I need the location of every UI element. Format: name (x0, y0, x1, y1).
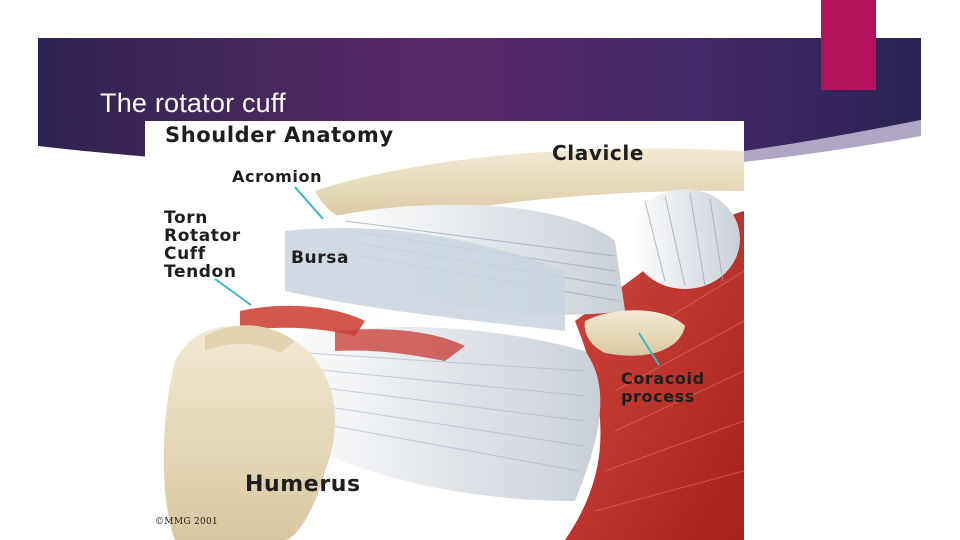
ligament-bundle (630, 189, 740, 289)
accent-block (821, 0, 876, 90)
coracoid-bone (584, 310, 685, 356)
label-clavicle: Clavicle (552, 141, 644, 165)
slide-title: The rotator cuff (100, 88, 286, 118)
label-acromion: Acromion (232, 167, 323, 186)
humerus-bone (163, 325, 335, 540)
figure-heading: Shoulder Anatomy (165, 123, 394, 147)
label-humerus: Humerus (245, 472, 361, 497)
shoulder-anatomy-image: Shoulder Anatomy Clavicle Acromion Torn … (145, 121, 744, 540)
label-coracoid-process: Coracoid process (621, 369, 705, 406)
acromion-pointer (294, 186, 324, 220)
torn-tendon-pointer (214, 278, 252, 306)
figure-copyright: ©MMG 2001 (155, 517, 219, 527)
coracoid-pointer (638, 332, 660, 366)
deltoid-muscle (565, 211, 744, 540)
bursa (285, 227, 565, 331)
label-bursa: Bursa (291, 248, 350, 268)
rotator-cuff-tendon (265, 327, 601, 501)
torn-tendon-fibers (240, 305, 365, 336)
label-torn-rotator-cuff-tendon: Torn Rotator Cuff Tendon (164, 208, 241, 282)
shoulder-illustration (163, 148, 744, 540)
clavicle-bone (315, 148, 744, 224)
